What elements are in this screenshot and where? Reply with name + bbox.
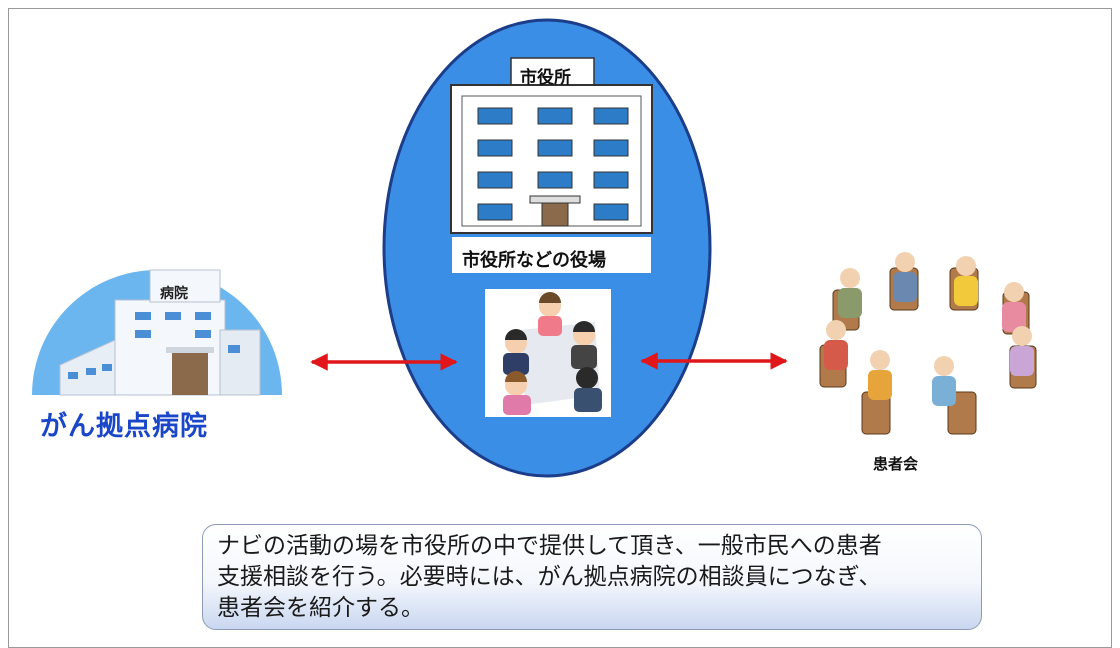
city-hall-icon bbox=[450, 57, 653, 273]
hospital-icon bbox=[32, 269, 282, 396]
hospital-sign-text: 病院 bbox=[160, 286, 188, 302]
patient-group-icon bbox=[819, 252, 1037, 435]
patient-group-label: 患者会 bbox=[873, 455, 919, 473]
city-hall-label: 市役所などの役場 bbox=[462, 250, 606, 271]
caption-line: 患者会を紹介する。 bbox=[217, 595, 424, 621]
caption-line: 支援相談を行う。必要時には、がん拠点病院の相談員につなぎ、 bbox=[217, 564, 882, 590]
city-hall-sign-text: 市役所 bbox=[520, 68, 571, 88]
consultation-meeting-icon bbox=[485, 289, 611, 417]
caption-box: ナビの活動の場を市役所の中で提供して頂き、一般市民への患者 支援相談を行う。必要… bbox=[202, 524, 982, 630]
hospital-label: がん拠点病院 bbox=[40, 411, 208, 442]
caption-line: ナビの活動の場を市役所の中で提供して頂き、一般市民への患者 bbox=[217, 533, 882, 559]
